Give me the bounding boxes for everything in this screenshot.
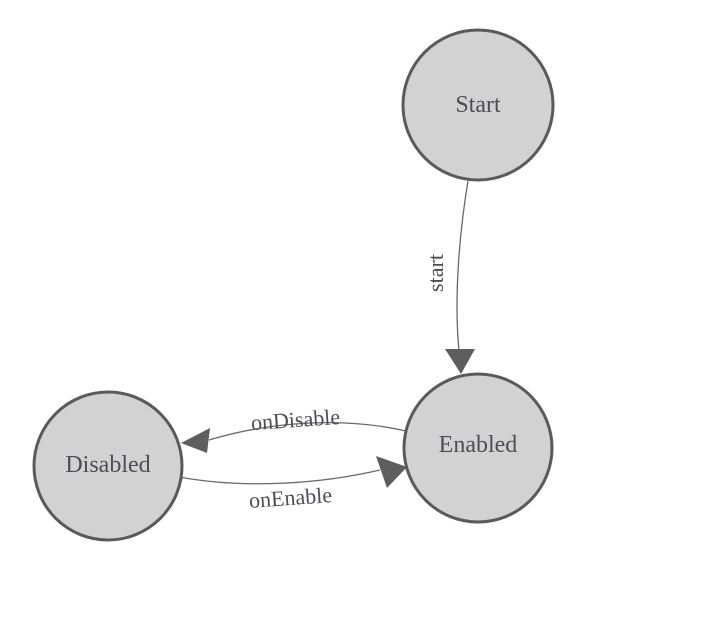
arrowhead-disabled-to-enabled [376,456,407,488]
arrowhead-start-to-enabled [445,349,475,374]
state-node-start-label: Start [455,92,501,118]
edge-line-start-to-enabled [456,180,469,351]
state-node-enabled-label: Enabled [439,432,518,458]
state-node-start: Start [401,28,555,182]
edge-disabled-to-enabled: onEnable [178,456,407,513]
edge-line-enabled-to-disabled [208,421,407,441]
arrowhead-enabled-to-disabled [181,428,210,453]
edge-line-disabled-to-enabled [178,469,381,485]
state-node-disabled-label: Disabled [65,452,150,478]
state-node-start-circle [401,28,555,182]
state-node-enabled-circle [402,372,554,524]
edge-label-ondisable: onDisable [250,404,341,435]
state-node-enabled: Enabled [402,372,554,524]
edge-label-start: start [423,254,448,292]
edge-start-to-enabled: start [423,180,475,374]
edge-enabled-to-disabled: onDisable [181,404,407,453]
state-node-disabled-circle [32,390,184,542]
edge-label-onenable: onEnable [248,482,333,513]
state-node-disabled: Disabled [32,390,184,542]
